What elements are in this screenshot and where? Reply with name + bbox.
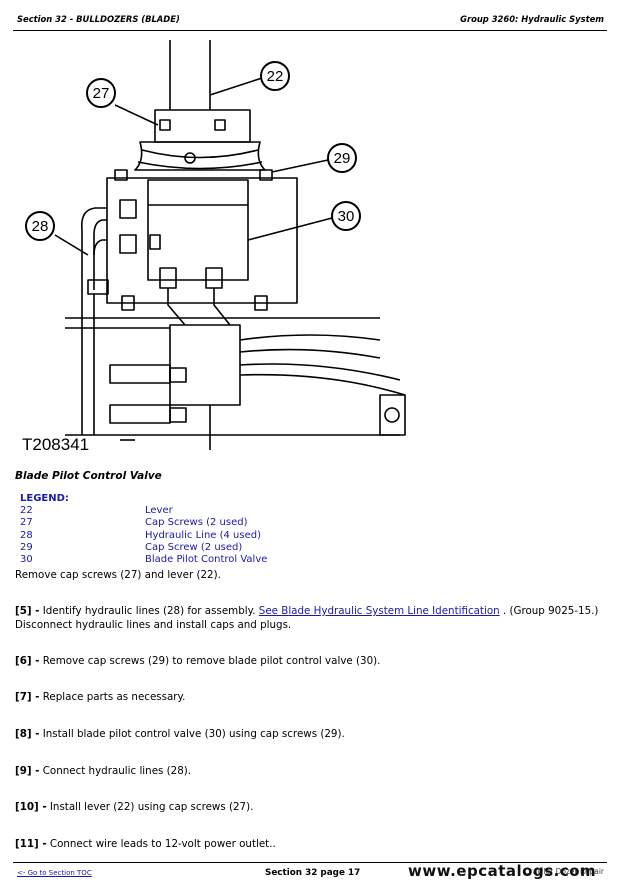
- legend-title: LEGEND:: [20, 493, 69, 504]
- blade-pilot-valve-illustration: 22 27 29 30 28 T208341: [22, 40, 406, 454]
- step-number: [9] -: [15, 765, 40, 777]
- step-text: Install lever (22) using cap screws (27)…: [46, 801, 254, 813]
- step-11: [11] - Connect wire leads to 12-volt pow…: [15, 838, 604, 852]
- callout-29: 29: [334, 150, 351, 167]
- step-number: [8] -: [15, 728, 40, 740]
- step-number: [7] -: [15, 691, 40, 703]
- step-text: Replace parts as necessary.: [39, 691, 186, 703]
- footer-divider: [13, 862, 607, 863]
- legend-number: 29: [20, 541, 33, 553]
- legend-description: Lever: [145, 505, 173, 517]
- legend-number: 28: [20, 529, 33, 541]
- header-group-title: Group 3260: Hydraulic System: [460, 14, 604, 24]
- header-section-title: Section 32 - BULLDOZERS (BLADE): [17, 14, 180, 24]
- legend-row: 22 Lever: [20, 505, 173, 517]
- legend-description: Hydraulic Line (4 used): [145, 529, 262, 541]
- page-number: Section 32 page 17: [265, 868, 361, 878]
- step-7: [7] - Replace parts as necessary.: [15, 691, 604, 705]
- step-text: Connect hydraulic lines (28).: [39, 765, 192, 777]
- header-divider: [13, 30, 607, 31]
- watermark: www.epcatalogs.com: [408, 862, 597, 880]
- legend-description: Cap Screws (2 used): [145, 517, 248, 529]
- section-toc-link[interactable]: <- Go to Section TOC: [17, 869, 92, 877]
- callout-27: 27: [93, 85, 110, 102]
- page-footer: <- Go to Section TOC Section 32 page 17 …: [17, 866, 604, 884]
- legend-number: 27: [20, 517, 33, 529]
- callout-28: 28: [32, 218, 49, 235]
- step-6: [6] - Remove cap screws (29) to remove b…: [15, 655, 604, 669]
- legend-row: 27 Cap Screws (2 used): [20, 517, 248, 529]
- legend-number: 22: [20, 505, 33, 517]
- legend-description: Cap Screw (2 used): [145, 541, 243, 553]
- figure-caption: Blade Pilot Control Valve: [15, 470, 162, 482]
- page-header: Section 32 - BULLDOZERS (BLADE) Group 32…: [17, 12, 604, 28]
- step-5: [5] - Identify hydraulic lines (28) for …: [15, 605, 604, 632]
- legend-number: 30: [20, 553, 33, 565]
- legend-row: 30 Blade Pilot Control Valve: [20, 553, 267, 566]
- step-number: [11] -: [15, 838, 47, 850]
- step-number: [10] -: [15, 801, 47, 813]
- legend: LEGEND: 22 Lever 27 Cap Screws (2 used) 28…: [20, 493, 267, 566]
- step-text: Remove cap screws (29) to remove blade p…: [39, 655, 381, 667]
- step-number: [5] -: [15, 605, 40, 617]
- legend-row: 29 Cap Screw (2 used): [20, 541, 242, 554]
- step-10: [10] - Install lever (22) using cap scre…: [15, 801, 604, 815]
- callout-30: 30: [338, 208, 355, 225]
- footer-manual-title: Crawler Dozer Repair: [524, 867, 604, 876]
- line-identification-link[interactable]: See Blade Hydraulic System Line Identifi…: [258, 605, 500, 617]
- step-8: [8] - Install blade pilot control valve …: [15, 728, 604, 742]
- legend-description: Blade Pilot Control Valve: [145, 553, 268, 565]
- step-number: [6] -: [15, 655, 40, 667]
- step-intro: Remove cap screws (27) and lever (22).: [15, 569, 221, 581]
- step-text: Identify hydraulic lines (28) for assemb…: [39, 605, 259, 617]
- step-text: . (Group 9025-15.) Disconnect hydraulic …: [15, 605, 599, 631]
- step-text: Connect wire leads to 12-volt power outl…: [46, 838, 276, 850]
- legend-row: 28 Hydraulic Line (4 used): [20, 529, 261, 542]
- callout-22: 22: [267, 68, 284, 85]
- figure-id: T208341: [22, 435, 89, 454]
- step-text: Install blade pilot control valve (30) u…: [39, 728, 345, 740]
- step-9: [9] - Connect hydraulic lines (28).: [15, 765, 604, 779]
